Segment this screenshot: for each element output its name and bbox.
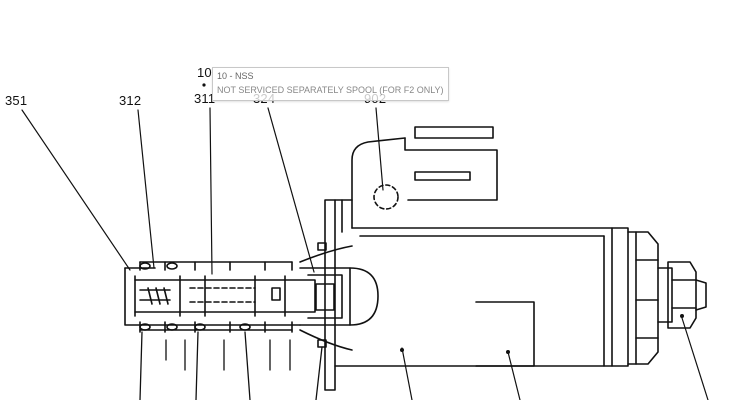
solenoid-coil-housing [324, 126, 629, 391]
tooltip-text: NOT SERVICED SEPARATELY SPOOL (FOR F2 ON… [217, 85, 444, 95]
callout-10[interactable]: 10 [197, 65, 212, 80]
port-leader-lines [139, 331, 323, 400]
hidden-pin-circle [373, 184, 399, 210]
valve-cartridge [124, 242, 379, 351]
callout-311: 311 [194, 91, 216, 106]
part-tooltip: 10 - NSS NOT SERVICED SEPARATELY SPOOL (… [212, 67, 449, 101]
callout-leaders [21, 107, 709, 400]
callout-312: 312 [119, 93, 142, 108]
reference-dots [202, 83, 684, 354]
tooltip-title: 10 - NSS [217, 71, 254, 81]
hex-nut [627, 231, 659, 365]
end-cap-fitting [657, 261, 707, 329]
callout-351: 351 [5, 93, 28, 108]
